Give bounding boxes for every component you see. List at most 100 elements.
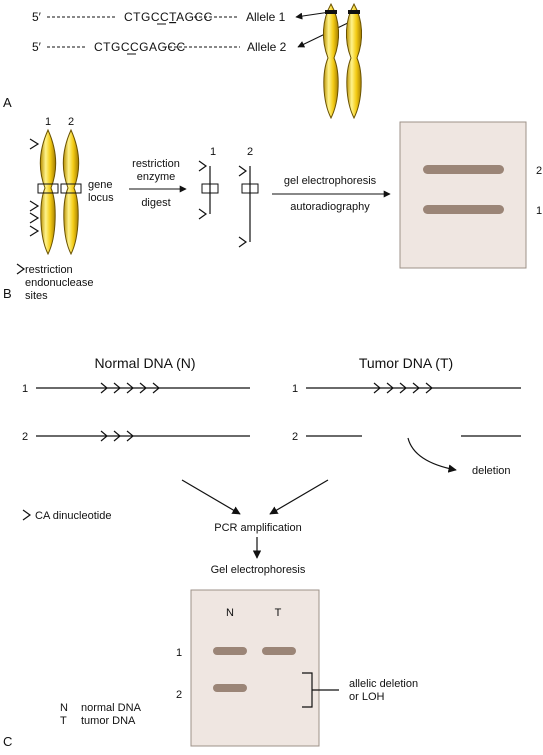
- ca-dinucleotide-legend-icon: [22, 509, 32, 521]
- gel-band-1: [423, 205, 504, 214]
- legend-line-2: endonuclease: [25, 277, 94, 289]
- gel-electrophoresis-c-label: Gel electrophoresis: [211, 564, 306, 576]
- locus-mark-a2: [348, 10, 360, 14]
- gel-panel-b: [399, 121, 527, 269]
- key-n-text: normal DNA: [81, 702, 142, 714]
- fragment-number-1: 1: [210, 146, 216, 158]
- band-label-2: 2: [536, 165, 542, 177]
- ca-repeat-icon: [126, 382, 134, 394]
- allele2-sequence: CTGCCGAGCC: [94, 40, 186, 54]
- allele1-arrow: [295, 11, 331, 20]
- gene-locus-label-2: locus: [88, 192, 114, 204]
- panel-c: Normal DNA (N) Tumor DNA (T) 1 2 1: [3, 355, 521, 749]
- restriction-site-icon: [238, 165, 248, 177]
- autoradiography-label: autoradiography: [290, 201, 370, 213]
- lane-label-n: N: [226, 607, 234, 619]
- chromosome-a1: [323, 2, 339, 120]
- band-t-1: [262, 647, 296, 655]
- chromosome-b1: [40, 128, 56, 256]
- ca-dinucleotide-legend: CA dinucleotide: [35, 510, 111, 522]
- key-t-abbr: T: [60, 715, 67, 727]
- restriction-site-icon: [29, 225, 40, 237]
- tumor-dna-title: Tumor DNA (T): [359, 355, 453, 371]
- allele1-label: Allele 1: [246, 10, 286, 24]
- restriction-site-icon: [238, 236, 248, 248]
- band-label-1: 1: [536, 205, 542, 217]
- legend-line-3: sites: [25, 290, 48, 302]
- locus-mark-a1: [325, 10, 337, 14]
- allele2-label: Allele 2: [247, 40, 287, 54]
- pcr-amplification-label: PCR amplification: [214, 522, 301, 534]
- restriction-site-icon: [198, 160, 208, 172]
- normal-allele-1-repeats: [100, 382, 160, 394]
- enzyme-label-2: enzyme: [137, 171, 176, 183]
- normal-line-2-label: 2: [22, 431, 28, 443]
- panel-b-label: B: [3, 286, 12, 301]
- chromosome-pair-b: [29, 128, 82, 256]
- tumor-line-2-label: 2: [292, 431, 298, 443]
- key-n-abbr: N: [60, 702, 68, 714]
- enzyme-label-1: restriction: [132, 158, 180, 170]
- allele1-variant: T: [169, 10, 177, 24]
- chrom-number-2: 2: [68, 116, 74, 128]
- restriction-site-icon: [198, 208, 208, 220]
- chromosome-pair-a: [323, 2, 362, 120]
- band-n-2: [213, 684, 247, 692]
- ca-repeat-icon: [386, 382, 394, 394]
- panel-a-label: A: [3, 95, 12, 110]
- loh-label-1: allelic deletion: [349, 678, 418, 690]
- legend-line-1: restriction: [25, 264, 73, 276]
- restriction-site-icon: [29, 138, 40, 150]
- restriction-site-icon: [29, 212, 40, 224]
- chromosome-a2: [346, 2, 362, 120]
- band-row-label-2: 2: [176, 689, 182, 701]
- ca-repeat-icon: [126, 430, 134, 442]
- lane-label-t: T: [275, 607, 282, 619]
- gel-panel-c: [190, 589, 320, 747]
- gene-locus-box-2: [60, 183, 82, 194]
- loh-label-2: or LOH: [349, 691, 385, 703]
- allele2-prime: 5′: [32, 40, 42, 54]
- band-n-1: [213, 647, 247, 655]
- panel-c-label: C: [3, 734, 12, 749]
- ca-repeat-icon: [113, 382, 121, 394]
- chrom-number-1: 1: [45, 116, 51, 128]
- ca-repeat-icon: [100, 382, 108, 394]
- key-t-text: tumor DNA: [81, 715, 136, 727]
- allele1-sequence: CTGCCTAGCC: [124, 10, 213, 24]
- ca-repeat-icon: [139, 382, 147, 394]
- panel-a: 5′ CTGCCTAGCC Allele 1 5′ CTGCCGAGCC All…: [3, 2, 362, 120]
- gel-electrophoresis-label: gel electrophoresis: [284, 175, 377, 187]
- ca-repeat-icon: [373, 382, 381, 394]
- fragment-1: [198, 160, 219, 220]
- normal-to-pcr-arrow: [181, 479, 241, 515]
- ca-repeat-icon: [412, 382, 420, 394]
- ca-repeat-icon: [152, 382, 160, 394]
- restriction-site-icon: [29, 200, 40, 212]
- ca-repeat-icon: [425, 382, 433, 394]
- fragment-2: [238, 165, 259, 248]
- tumor-line-1-label: 1: [292, 383, 298, 395]
- tumor-allele-1-repeats: [373, 382, 433, 394]
- normal-allele-2-repeats: [100, 430, 134, 442]
- gel-band-2: [423, 165, 504, 174]
- restriction-site-legend-icon: [16, 263, 26, 275]
- deletion-arrow: [407, 437, 457, 473]
- allele1-prime: 5′: [32, 10, 42, 24]
- loh-bracket: [302, 672, 339, 708]
- ca-repeat-icon: [100, 430, 108, 442]
- digest-label: digest: [141, 197, 170, 209]
- deletion-label: deletion: [472, 465, 511, 477]
- chromosome-b2: [63, 128, 79, 256]
- panel-b: 1 2 gene locus restriction enzyme digest…: [3, 116, 542, 302]
- allele2-variant: G: [139, 40, 149, 54]
- normal-dna-title: Normal DNA (N): [94, 355, 195, 371]
- gene-locus-label-1: gene: [88, 179, 112, 191]
- ca-repeat-icon: [399, 382, 407, 394]
- fragment-number-2: 2: [247, 146, 253, 158]
- ca-repeat-icon: [113, 430, 121, 442]
- normal-line-1-label: 1: [22, 383, 28, 395]
- tumor-to-pcr-arrow: [269, 479, 329, 515]
- band-row-label-1: 1: [176, 647, 182, 659]
